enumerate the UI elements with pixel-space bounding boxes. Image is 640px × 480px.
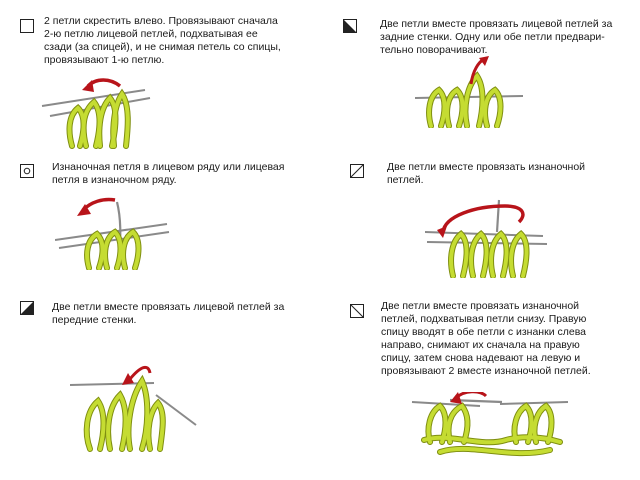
illustration-k2tog-front <box>70 365 197 452</box>
entry-1-line-2: 2-ю петлю лицевой петлей, подхватывая ее <box>44 28 258 40</box>
entry-4-text: Две петли вместе провязать изнаночной пе… <box>387 161 585 187</box>
entry-5-text: Две петли вместе провязать лицевой петле… <box>52 301 284 327</box>
entry-5-line-2: передние стенки. <box>52 314 137 326</box>
entry-6-text: Две петли вместе провязать изнаночной пе… <box>381 300 591 378</box>
black-triangle-square-icon <box>343 19 357 33</box>
entry-4-line-1: Две петли вместе провязать изнаночной <box>387 161 586 173</box>
black-triangle-right-square-icon <box>20 301 34 315</box>
illustration-cross-left <box>41 78 151 149</box>
entry-3-line-2: петля в изнаночном ряду. <box>52 174 177 186</box>
entry-2-line-2: задние стенки. Одну или обе петли предва… <box>380 31 605 43</box>
entry-5-line-1: Две петли вместе провязать лицевой петле… <box>52 301 285 313</box>
entry-2-line-1: Две петли вместе провязать лицевой петле… <box>380 18 613 30</box>
illustration-p2tog <box>425 199 548 278</box>
entry-6-line-3: спицу вводят в обе петли с изнанки слева <box>381 326 586 338</box>
circle-square-icon <box>20 164 34 178</box>
entry-1-line-3: сзади (за спицей), и не снимая петель со… <box>44 41 281 53</box>
entry-6-line-2: петлей, подхватывая петли снизу. Правую <box>381 313 587 325</box>
entry-3-text: Изнаночная петля в лицевом ряду или лице… <box>52 161 284 187</box>
entry-1-text: 2 петли скрестить влево. Провязывают сна… <box>44 15 281 67</box>
entry-2-text: Две петли вместе провязать лицевой петле… <box>380 18 612 57</box>
diagonal-square-icon <box>350 164 364 178</box>
entry-6-line-5: спицу, затем снова надевают на левую и <box>381 352 581 364</box>
diagonal-reverse-square-icon <box>350 304 364 318</box>
entry-6-line-4: направо, снимают их сначала на правую <box>381 339 580 351</box>
illustration-p2tog-through-back <box>411 392 569 457</box>
entry-1-line-1: 2 петли скрестить влево. Провязывают сна… <box>44 15 278 27</box>
entry-4-line-2: петлей. <box>387 174 424 186</box>
entry-3-line-1: Изнаночная петля в лицевом ряду или лице… <box>52 161 285 173</box>
entry-2-line-3: тельно поворачивают. <box>380 44 488 56</box>
empty-square-icon <box>20 19 34 33</box>
entry-6-line-6: провязывают 2 вместе изнаночной петлей. <box>381 365 591 377</box>
illustration-k2tog-back <box>415 56 524 128</box>
entry-6-line-1: Две петли вместе провязать изнаночной <box>381 300 580 312</box>
illustration-purl-in-knit-row <box>55 197 170 270</box>
entry-1-line-4: провязывают 1-ю петлю. <box>44 54 165 66</box>
